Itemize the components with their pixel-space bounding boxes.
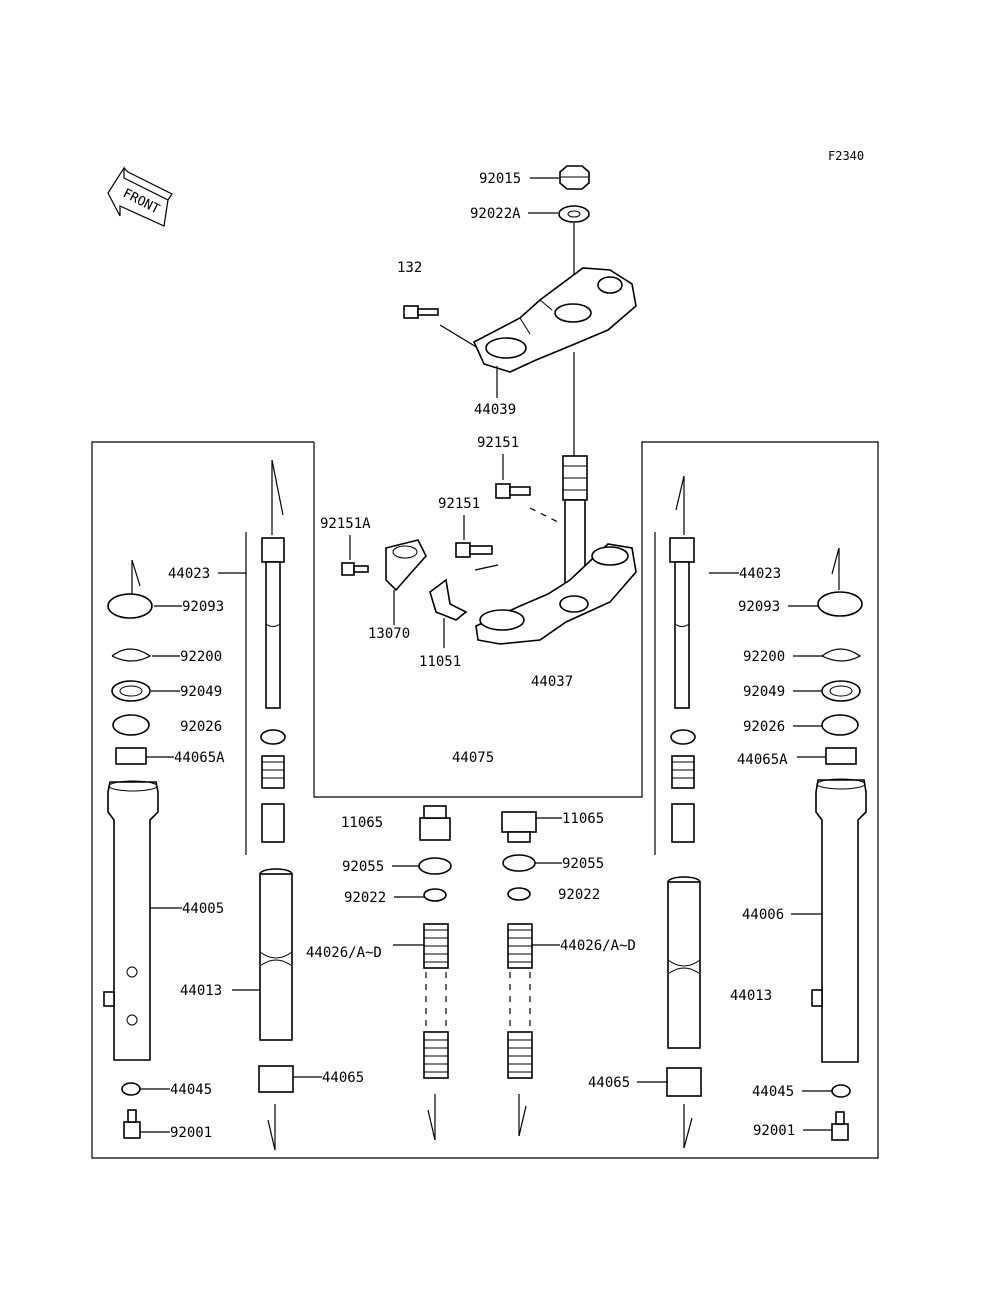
part-44037-stem [562,455,588,597]
part-44005-left-outer-tube [103,780,159,1061]
part-92015-nut [559,165,590,190]
label-92026-right: 92026 [743,719,785,735]
part-44026-left-spring [423,923,449,1079]
label-44013-right: 44013 [730,988,772,1004]
label-92022A: 92022A [470,206,521,222]
part-11065-left-cap-bolt [419,805,451,841]
part-92151-bolt-a [495,483,531,499]
part-44065A-right-bushing [825,747,857,765]
label-92093-right: 92093 [738,599,780,615]
part-44045-left-washer [121,1082,141,1096]
label-92022-right: 92022 [558,887,600,903]
part-92055-right-oring [502,854,536,872]
label-92200-left: 92200 [180,649,222,665]
front-label: FRONT [120,186,162,217]
part-left-small-ring [260,729,286,745]
label-132: 132 [397,260,422,276]
part-44013-left-inner-tube [259,868,293,1041]
label-44037: 44037 [531,674,573,690]
label-13070: 13070 [368,626,410,642]
label-92015: 92015 [479,171,521,187]
part-left-small-spring [261,755,285,789]
part-44039-upper-bracket [472,267,637,373]
label-44026-left: 44026/A~D [306,945,382,961]
label-44026-right: 44026/A~D [560,938,636,954]
label-92151-a: 92151 [477,435,519,451]
part-44006-right-outer-tube [811,778,867,1063]
part-92200-left-clip [111,648,152,662]
label-92093-left: 92093 [182,599,224,615]
label-92055-right: 92055 [562,856,604,872]
label-44065A-right: 44065A [737,752,788,768]
label-44023-right: 44023 [739,566,781,582]
label-92151A: 92151A [320,516,371,532]
label-92026-left: 92026 [180,719,222,735]
part-left-piston [261,803,285,843]
part-13070-clamp [385,539,427,592]
part-92055-left-oring [418,857,452,875]
subassembly-frame-44075 [91,441,879,1159]
part-11065-right-cap-bolt [501,811,537,843]
label-44005: 44005 [182,901,224,917]
part-right-small-ring [670,729,696,745]
label-44045-left: 44045 [170,1082,212,1098]
part-92026-right-washer [821,714,859,736]
label-44013-left: 44013 [180,983,222,999]
part-92026-left-washer [112,714,150,736]
label-44006: 44006 [742,907,784,923]
part-44065-right-bushing [666,1067,702,1097]
part-44065-left-bushing [258,1065,294,1093]
label-44045-right: 44045 [752,1084,794,1100]
part-92001-left-bolt [123,1109,141,1139]
front-arrow-icon: FRONT [107,165,173,227]
part-92093-left-cap [107,593,153,619]
part-92049-right-seal [821,680,861,702]
part-132-bolt [403,305,439,319]
part-44037-lower-bracket [475,543,637,645]
part-44013-right-inner-tube [667,876,701,1049]
part-92022-left-washer [423,888,447,902]
label-11051: 11051 [419,654,461,670]
part-44023-right-rod [669,537,695,709]
label-44065A-left: 44065A [174,750,225,766]
part-92001-right-bolt [831,1111,849,1141]
part-right-small-spring [671,755,695,789]
label-44039: 44039 [474,402,516,418]
label-92022-left: 92022 [344,890,386,906]
label-92001-right: 92001 [753,1123,795,1139]
label-92200-right: 92200 [743,649,785,665]
part-right-piston [671,803,695,843]
part-44045-right-washer [831,1084,851,1098]
part-44065A-left-bushing [115,747,147,765]
part-92022A-washer [558,205,590,223]
label-44065-left: 44065 [322,1070,364,1086]
label-44075: 44075 [452,750,494,766]
part-92049-left-seal [111,680,151,702]
label-92151-b: 92151 [438,496,480,512]
label-11065-left: 11065 [341,815,383,831]
part-92200-right-clip [821,648,862,662]
label-44065-right: 44065 [588,1075,630,1091]
label-92001-left: 92001 [170,1125,212,1141]
label-11065-right: 11065 [562,811,604,827]
part-92022-right-washer [507,887,531,901]
part-92151-bolt-b [455,542,493,558]
label-92049-left: 92049 [180,684,222,700]
part-92093-right-cap [817,591,863,617]
label-92049-right: 92049 [743,684,785,700]
diagram-id: F2340 [828,149,864,163]
part-44026-right-spring [507,923,533,1079]
label-44023-left: 44023 [168,566,210,582]
part-11051-bracket [429,578,468,621]
part-44023-left-rod [261,537,285,709]
label-92055-left: 92055 [342,859,384,875]
part-92151A-bolt [341,562,369,576]
